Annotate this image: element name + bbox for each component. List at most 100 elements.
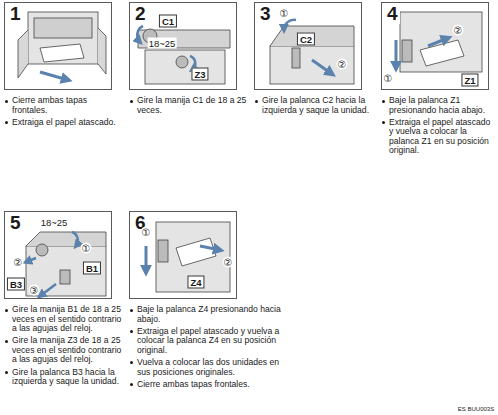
turn-count: 18~25 xyxy=(148,38,177,49)
bullet-dot xyxy=(130,309,133,312)
panel-1-art xyxy=(34,18,92,38)
instruction-text: Gire la manija Z3 de 18 a 25 veces en el… xyxy=(12,335,121,364)
callout-number: ② xyxy=(223,257,234,268)
bullet-dot xyxy=(5,340,8,343)
instruction-text: Gire la palanca B3 hacia la izquierda y … xyxy=(12,367,119,387)
panel-6-art xyxy=(200,246,220,250)
panel-4-art xyxy=(396,12,482,72)
step: 6Baje la palanca Z4 presionando hacia ab… xyxy=(129,211,285,392)
panel-4-art xyxy=(395,40,398,68)
callout-number: ① xyxy=(81,243,92,254)
instruction-item: Gire la manija B1 de 18 a 25 veces en el… xyxy=(4,305,124,334)
instruction-list: Baje la palanca Z1 presionando hacia aba… xyxy=(381,96,493,156)
instruction-list: Gire la palanca C2 hacia la izquierda y … xyxy=(254,96,372,115)
part-tag: C1 xyxy=(159,15,177,28)
callout-number: ② xyxy=(337,59,348,70)
panel-5-art xyxy=(26,232,106,296)
part-tag: Z4 xyxy=(187,276,204,289)
callout-number: ② xyxy=(453,25,464,36)
panel-4-art xyxy=(420,40,464,66)
panel-5-art xyxy=(36,244,48,256)
instruction-text: Cierre ambas tapas frontales. xyxy=(137,379,250,389)
instruction-item: Gire la manija Z3 de 18 a 25 veces en el… xyxy=(4,336,124,365)
bullet-dot xyxy=(255,100,258,103)
bullet-dot xyxy=(5,100,8,103)
panel-3-art xyxy=(270,46,354,84)
panel-6-art xyxy=(146,222,230,292)
callout-number: ① xyxy=(141,227,152,238)
panel-2-art xyxy=(137,26,230,84)
bullet-dot xyxy=(5,309,8,312)
panel-1-art xyxy=(18,12,106,80)
panel-3-art xyxy=(292,48,300,68)
instruction-text: Baje la palanca Z4 presionando hacia aba… xyxy=(137,304,281,324)
panel-6-art xyxy=(158,240,168,262)
panel-5-art xyxy=(40,284,56,296)
step-number: 5 xyxy=(8,213,23,233)
panel-2-art xyxy=(138,30,230,48)
step-number: 4 xyxy=(385,4,400,24)
bullet-dot xyxy=(130,330,133,333)
part-tag: B3 xyxy=(7,278,25,291)
panel-6-art xyxy=(176,238,216,266)
instruction-item: Extraiga el papel atascado. xyxy=(4,118,122,128)
instruction-list: Cierre ambas tapas frontales. Extraiga el… xyxy=(4,96,122,127)
instruction-item: Gire la palanca B3 hacia la izquierda y … xyxy=(4,368,124,387)
bullet-dot xyxy=(130,100,133,103)
instruction-list: Gire la manija B1 de 18 a 25 veces en el… xyxy=(4,305,124,387)
instruction-list: Gire la manija C1 de 18 a 25 veces. xyxy=(129,96,247,115)
instruction-item: Cierre ambas tapas frontales. xyxy=(129,380,285,390)
panel-1-art xyxy=(40,72,68,80)
step-panel: 3 xyxy=(254,2,362,90)
instruction-text: Baje la palanca Z1 presionando hacia aba… xyxy=(389,95,485,115)
part-tag: C2 xyxy=(297,33,315,46)
instruction-text: Extraiga el papel atascado. xyxy=(12,117,116,127)
panel-3-art xyxy=(312,60,332,74)
step: 5Gire la manija B1 de 18 a 25 veces en e… xyxy=(4,211,124,389)
panel-4-art xyxy=(428,38,448,46)
callout-number: ① xyxy=(383,73,394,84)
instruction-item: Baje la palanca Z1 presionando hacia aba… xyxy=(381,96,493,115)
instruction-text: Vuelva a colocar las dos unidades en sus… xyxy=(137,357,279,377)
panel-5-art xyxy=(72,232,78,246)
bullet-dot xyxy=(130,361,133,364)
panel-6-art xyxy=(145,246,148,272)
step-panel: 2 xyxy=(129,2,237,90)
step-number: 3 xyxy=(258,4,273,24)
instruction-item: Gire la manija C1 de 18 a 25 veces. xyxy=(129,96,247,115)
panel-6-art xyxy=(156,222,230,292)
part-tag: B1 xyxy=(83,262,101,275)
panel-1-art xyxy=(18,30,28,78)
instruction-item: Extraiga el papel atascado y vuelva a co… xyxy=(381,118,493,156)
instruction-item: Vuelva a colocar las dos unidades en sus… xyxy=(129,358,285,377)
instruction-item: Baje la palanca Z4 presionando hacia aba… xyxy=(129,305,285,324)
panel-3-art xyxy=(270,26,354,46)
callout-number: ③ xyxy=(29,285,40,296)
bullet-dot xyxy=(130,383,133,386)
instruction-item: Cierre ambas tapas frontales. xyxy=(4,96,122,115)
panel-2-art xyxy=(176,56,188,68)
panel-2-art xyxy=(137,26,143,42)
step: 1Cierre ambas tapas frontales. Extraiga e… xyxy=(4,2,122,130)
step: 3Gire la palanca C2 hacia la izquierda y… xyxy=(254,2,372,118)
part-tag: Z3 xyxy=(191,68,208,81)
instruction-text: Cierre ambas tapas frontales. xyxy=(12,95,87,115)
bullet-dot xyxy=(5,371,8,374)
step: 2Gire la manija C1 de 18 a 25 veces. xyxy=(129,2,247,118)
panel-1-art xyxy=(98,28,106,74)
step-panel: 1 xyxy=(4,2,112,90)
bullet-dot xyxy=(5,121,8,124)
instruction-item: Gire la palanca C2 hacia la izquierda y … xyxy=(254,96,372,115)
panel-1-art xyxy=(28,12,98,64)
panel-2-art xyxy=(145,50,225,84)
step-number: 1 xyxy=(8,4,23,24)
turn-count: 18~25 xyxy=(40,217,69,228)
instruction-item: Extraiga el papel atascado y vuelva a co… xyxy=(129,327,285,356)
part-tag: Z1 xyxy=(461,74,478,87)
instruction-list: Baje la palanca Z4 presionando hacia aba… xyxy=(129,305,285,389)
step-number: 2 xyxy=(133,4,148,24)
panel-5-art xyxy=(60,270,70,284)
panel-5-art xyxy=(26,258,36,262)
document-code: ES BUU003S xyxy=(457,406,495,413)
instruction-text: Extraiga el papel atascado y vuelva a co… xyxy=(137,326,279,355)
